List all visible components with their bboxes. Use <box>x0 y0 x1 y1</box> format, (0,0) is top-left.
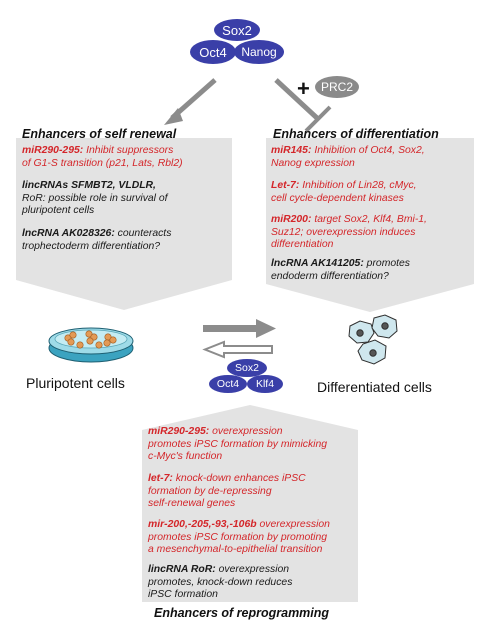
prc2-node: PRC2 <box>315 76 359 98</box>
reprogramming-item: lincRNA RoR: overexpression promotes, kn… <box>148 564 293 600</box>
reprogramming-item: miR290-295: overexpression promotes iPSC… <box>148 426 328 462</box>
pluripotent-cells-label: Pluripotent cells <box>26 375 125 391</box>
prc2-plus: + <box>297 76 310 101</box>
oct4-node: Oct4 <box>190 40 236 64</box>
forward-arrow <box>203 325 258 332</box>
sox2-node: Sox2 <box>214 19 260 41</box>
petri-dish-icon <box>48 327 134 363</box>
reprogramming-panel <box>142 405 358 602</box>
differentiation-panel <box>266 138 474 312</box>
sox2-node: Sox2 <box>227 359 267 377</box>
differentiation-inhibition <box>274 78 319 120</box>
nanog-node: Nanog <box>234 40 284 64</box>
oct4-node: Oct4 <box>209 375 247 393</box>
differentiation-item: Let-7: Inhibition of Lin28, cMyc, cell c… <box>271 180 417 204</box>
self-renewal-title: Enhancers of self renewal <box>22 127 177 141</box>
reprogramming-item: let-7: knock-down enhances iPSC formatio… <box>148 473 306 509</box>
differentiated-cells-label: Differentiated cells <box>317 379 432 395</box>
reprogramming-item: mir-200,-205,-93,-106b overexpression pr… <box>148 519 330 555</box>
differentiation-item: miR145: Inhibition of Oct4, Sox2, Nanog … <box>271 145 425 169</box>
reprogramming-title: Enhancers of reprogramming <box>154 606 330 620</box>
klf4-node: Klf4 <box>247 375 283 393</box>
self-renewal-item: miR290-295: Inhibit suppressors of G1-S … <box>22 145 183 169</box>
self-renewal-item: lncRNA AK028326: counteracts trophectode… <box>22 228 172 252</box>
differentiation-item: miR200: target Sox2, Klf4, Bmi-1, Suz12;… <box>271 214 427 250</box>
differentiated-cells-icon <box>348 314 398 365</box>
differentiation-title: Enhancers of differentiation <box>273 127 439 141</box>
differentiation-item: lncRNA AK141205: promotes endoderm diffe… <box>271 258 410 282</box>
reverse-arrow <box>202 340 273 359</box>
self-renewal-panel <box>16 138 232 310</box>
self-renewal-item: lincRNAs SFMBT2, VLDLR, RoR: possible ro… <box>22 180 168 216</box>
